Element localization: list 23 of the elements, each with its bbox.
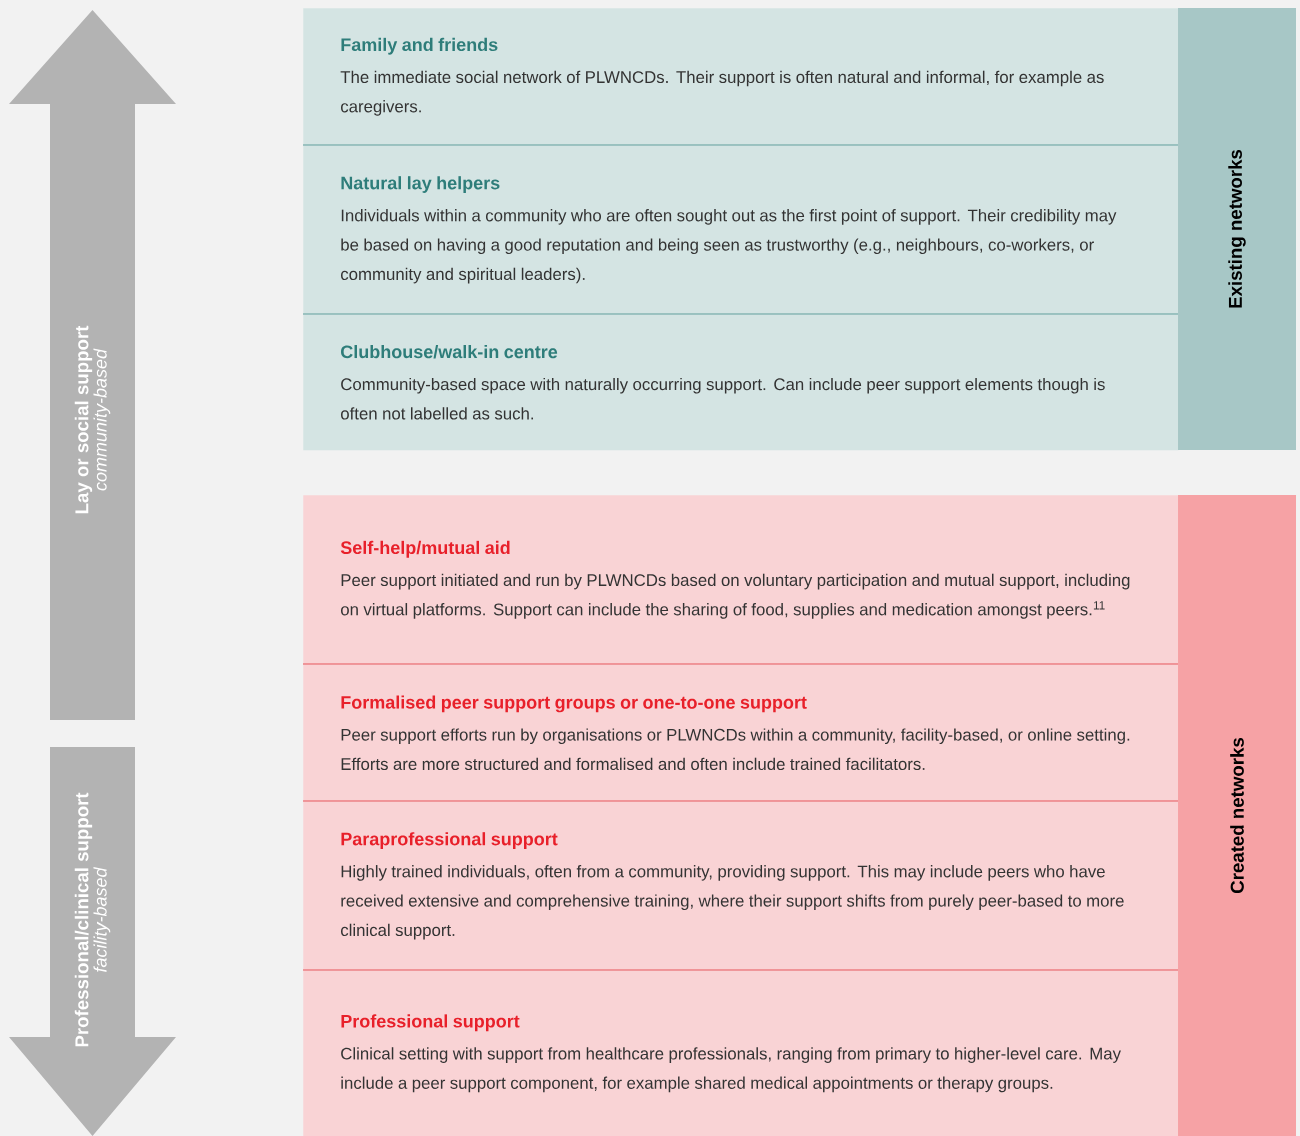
node-label: Self-help/mutual aid — [340, 540, 510, 558]
node-label: Clubhouse/walk-in centre — [341, 345, 558, 359]
node-label: Natural lay helpers — [341, 176, 500, 193]
node-label: Peer support initiated and run by PLWNCDs based on voluntary participation and mutual support, including on virtual platforms. Support can include the sharing of food, supplies and medication amongst peers.$^{11}$ — [340, 573, 1130, 619]
info-panel: Formalised peer support groups or one-to-one support Peer support efforts run by organisations or PLWNCDs within a community, facility-based, or online setting. Efforts are more structured and formalised and often include trained facilitators. — [303, 664, 1179, 802]
node-label: Family and friends — [341, 37, 498, 55]
node-label: Clinical setting with support from healthcare professionals, ranging from primary to higher-level care. May include a peer support component, for example shared medical appointments or therapy groups. — [341, 1047, 1121, 1093]
info-panel: Paraprofessional support Highly trained individuals, often from a community, providing support. This may include peers who have received extensive and comprehensive training, where their support shifts from purely peer-based to more clinical support. — [303, 801, 1179, 971]
info-panel: Clubhouse/walk-in centre Community-based space with naturally occurring support. Can include peer support elements though is often not labelled as such. — [303, 314, 1179, 451]
node-label: Community-based space with naturally occurring support. Can include peer support elements though is often not labelled as such. — [340, 377, 1105, 420]
info-panel: Professional support Clinical setting with support from healthcare professionals, ranging from primary to higher-level care. May include a peer support component, for example shared medical appointments or therapy groups. — [303, 970, 1179, 1136]
node-label: Formalised peer support groups or one-to-one support — [341, 695, 807, 713]
node-label: Peer support efforts run by organisations or PLWNCDs within a community, facility-based, or online setting. Efforts are more structured and formalised and often include trained facilitators. — [341, 728, 1130, 771]
node-label: Professional support — [341, 1014, 520, 1032]
node-label: Individuals within a community who are often sought out as the first point of support. Their credibility may be based on having a good reputation and being seen as trustworthy (e.g., neighbours, co-workers, or community and spiritual leaders). — [340, 209, 1117, 284]
side-band: Created networks — [1178, 495, 1296, 1136]
info-panel: Natural lay helpers Individuals within a community who are often sought out as the first point of support. Their credibility may be based on having a good reputation and being seen as trustworthy (e.g., neighbours, co-workers, or community and spiritual leaders). — [303, 145, 1179, 315]
info-panel: Family and friends The immediate social network of PLWNCDs. Their support is often natural and informal, for example as caregivers. — [303, 8, 1179, 146]
side-band: Existing networks — [1178, 8, 1296, 450]
node-label: Paraprofessional support — [341, 832, 558, 849]
node-label: The immediate social network of PLWNCDs. Their support is often natural and informal, for example as caregivers. — [340, 70, 1104, 116]
node-label: Highly trained individuals, often from a community, providing support. This may include peers who have received extensive and comprehensive training, where their support shifts from purely peer-based to more clinical support. — [340, 865, 1124, 940]
info-panel: Self-help/mutual aid Peer support initiated and run by PLWNCDs based on voluntary participation and mutual support, including on virtual platforms. Support can include the sharing of food, supplies and medication amongst peers.$^{11}$ — [303, 495, 1179, 665]
